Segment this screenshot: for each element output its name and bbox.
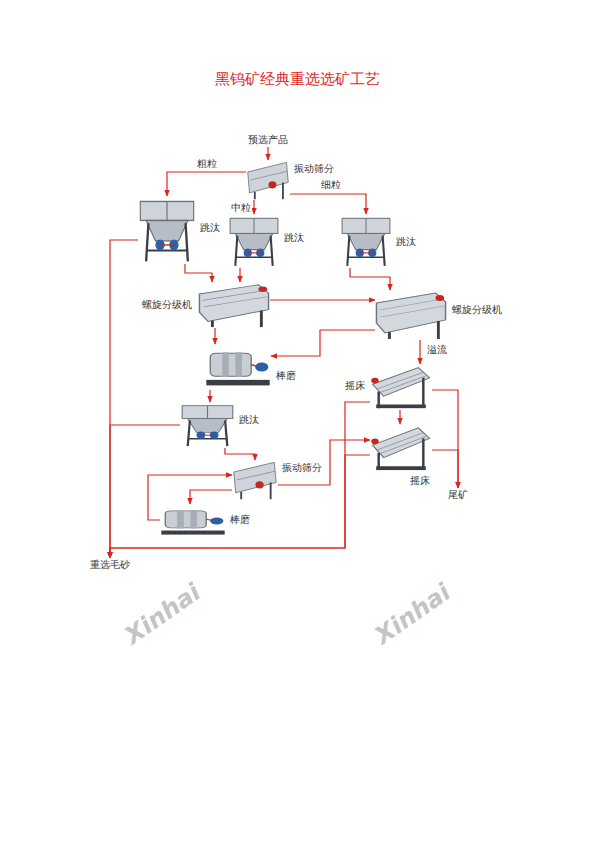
jig-illustration (180, 402, 235, 448)
flow-connector (399, 410, 400, 424)
equipment-node: 振动筛分 (232, 460, 278, 500)
screen-illustration (246, 160, 290, 200)
equipment-label: 跳汰 (200, 222, 220, 234)
jig-illustration (340, 214, 392, 268)
equipment-node: 棒磨 (160, 504, 226, 538)
flow-connector (167, 172, 246, 196)
equipment-node: 棒磨 (205, 344, 271, 390)
flow-connector (225, 448, 255, 460)
equipment-node: 跳汰 (340, 214, 392, 268)
flow-connector (110, 240, 138, 558)
jig-illustration (228, 214, 280, 268)
flow-connector (190, 490, 232, 504)
equipment-label: 螺旋分级机 (142, 299, 192, 311)
equipment-node: 振动筛分 (246, 160, 290, 200)
equipment-label: 振动筛分 (282, 462, 322, 474)
edge-label: 中粒 (230, 202, 252, 214)
equipment-node: 摇床 (370, 424, 432, 472)
flow-connector (271, 330, 375, 356)
table-illustration (370, 424, 432, 472)
flow-connector (253, 200, 254, 214)
product-node: 预选产品 (246, 133, 290, 147)
spiral-illustration (198, 282, 270, 328)
equipment-node: 螺旋分级机 (198, 282, 270, 328)
watermark: Xinhai (120, 578, 206, 650)
equipment-label: 摇床 (345, 380, 365, 392)
edge-label: 细粒 (320, 179, 342, 191)
flow-connector (432, 450, 458, 488)
equipment-label: 跳汰 (239, 414, 259, 426)
flow-connector (185, 264, 212, 282)
equipment-node: 跳汰 (180, 402, 235, 448)
equipment-label: 棒磨 (230, 514, 250, 526)
flow-connector (350, 268, 390, 290)
watermark: Xinhai (370, 578, 456, 650)
equipment-label: 跳汰 (396, 236, 416, 248)
equipment-label: 棒磨 (276, 370, 296, 382)
product-node: 尾矿 (446, 488, 470, 502)
flow-connector (419, 340, 420, 364)
equipment-label: 跳汰 (284, 232, 304, 244)
flow-connector (290, 194, 366, 214)
table-illustration (370, 364, 432, 410)
equipment-label: 摇床 (410, 475, 430, 487)
product-node: 重选毛砂 (88, 558, 132, 572)
flow-connector (432, 390, 458, 488)
edge-label: 溢流 (426, 344, 448, 356)
edge-label: 粗粒 (196, 158, 218, 170)
flow-connector (270, 299, 375, 300)
mill-illustration (205, 344, 271, 390)
flow-connector (267, 147, 268, 160)
flow-connector (278, 440, 370, 485)
flow-connector (110, 402, 370, 558)
flow-connector (239, 268, 240, 282)
product-label: 重选毛砂 (90, 559, 130, 571)
flow-connector (214, 328, 215, 344)
flow-connector (209, 390, 210, 402)
equipment-node: 跳汰 (228, 214, 280, 268)
equipment-node: 螺旋分级机 (375, 290, 447, 340)
equipment-label: 螺旋分级机 (452, 304, 502, 316)
equipment-node: 跳汰 (138, 196, 196, 264)
product-label: 预选产品 (248, 134, 288, 146)
mill-illustration (160, 504, 226, 538)
flow-connector (110, 425, 180, 558)
flow-connector (110, 455, 370, 558)
equipment-label: 振动筛分 (294, 163, 334, 175)
screen-illustration (232, 460, 278, 500)
spiral-illustration (375, 290, 447, 340)
jig-illustration (138, 196, 196, 264)
diagram-title: 黑钨矿经典重选选矿工艺 (0, 70, 595, 89)
equipment-node: 摇床 (370, 364, 432, 410)
product-label: 尾矿 (448, 489, 468, 501)
